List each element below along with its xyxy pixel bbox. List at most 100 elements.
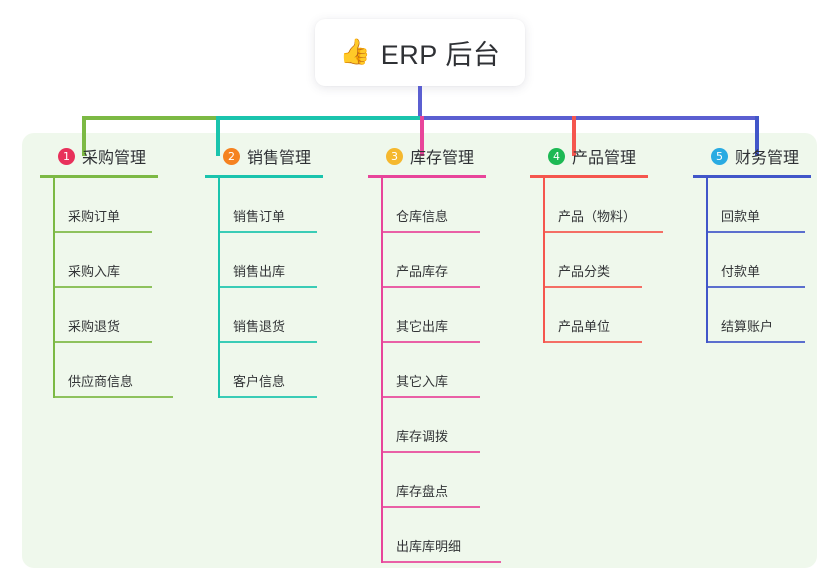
leaf-rule [55, 286, 152, 288]
leaf-item[interactable]: 产品（物料） [545, 178, 663, 233]
leaf-label: 销售出库 [233, 264, 286, 279]
column-badge-5: 5 [711, 147, 728, 165]
leaf-item[interactable]: 供应商信息 [55, 343, 173, 398]
leaf-rule [708, 286, 805, 288]
leaf-item[interactable]: 出库库明细 [383, 508, 501, 563]
leaf-item[interactable]: 库存调拨 [383, 398, 480, 453]
leaf-spine-4 [543, 178, 545, 343]
leaf-label: 采购入库 [68, 264, 121, 279]
leaf-item[interactable]: 产品库存 [383, 233, 480, 288]
column-header-4[interactable]: 4 产品管理 [530, 144, 636, 168]
leaf-rule [383, 231, 480, 233]
leaf-list-2: 销售订单销售出库销售退货客户信息 [218, 178, 317, 398]
leaf-rule [545, 341, 642, 343]
root-stem-connector [418, 86, 422, 118]
leaf-item[interactable]: 其它出库 [383, 288, 480, 343]
column-rule-3 [368, 175, 486, 178]
drop-connector-1 [82, 116, 86, 156]
column-badge-4: 4 [548, 147, 565, 165]
leaf-item[interactable]: 销售退货 [220, 288, 317, 343]
leaf-list-1: 采购订单采购入库采购退货供应商信息 [53, 178, 173, 398]
leaf-item[interactable]: 结算账户 [708, 288, 805, 343]
leaf-item[interactable]: 其它入库 [383, 343, 480, 398]
leaf-rule [383, 341, 480, 343]
leaf-label: 回款单 [721, 209, 761, 224]
leaf-label: 产品库存 [396, 264, 449, 279]
drop-connector-2 [216, 116, 220, 156]
column-4: 4 产品管理产品（物料） 产品分类产品单位 [530, 144, 663, 343]
column-1: 1 采购管理采购订单采购入库采购退货供应商信息 [40, 144, 173, 398]
diagram-panel [22, 133, 817, 568]
column-badge-2: 2 [223, 147, 240, 165]
leaf-label: 销售退货 [233, 319, 286, 334]
column-badge-3: 3 [386, 147, 403, 165]
column-header-5[interactable]: 5 财务管理 [693, 144, 799, 168]
column-title-1: 采购管理 [82, 150, 147, 167]
leaf-item[interactable]: 采购退货 [55, 288, 152, 343]
leaf-item[interactable]: 仓库信息 [383, 178, 480, 233]
leaf-item[interactable]: 付款单 [708, 233, 805, 288]
leaf-rule [55, 341, 152, 343]
leaf-label: 采购退货 [68, 319, 121, 334]
leaf-rule [383, 506, 480, 508]
drop-connector-4 [572, 116, 576, 156]
leaf-rule [708, 341, 805, 343]
thumbs-up-icon: 👍 [339, 38, 371, 66]
leaf-spine-2 [218, 178, 220, 398]
leaf-item[interactable]: 产品单位 [545, 288, 642, 343]
column-title-4: 产品管理 [572, 150, 637, 167]
bus-teal [216, 116, 420, 120]
leaf-rule [220, 396, 317, 398]
leaf-rule [383, 286, 480, 288]
column-rule-4 [530, 175, 648, 178]
leaf-label: 其它出库 [396, 319, 449, 334]
column-header-1[interactable]: 1 采购管理 [40, 144, 146, 168]
leaf-item[interactable]: 客户信息 [220, 343, 317, 398]
leaf-rule [383, 451, 480, 453]
leaf-label: 仓库信息 [396, 209, 449, 224]
leaf-spine-3 [381, 178, 383, 563]
leaf-rule [383, 396, 480, 398]
leaf-rule [220, 286, 317, 288]
column-5: 5 财务管理回款单付款单结算账户 [693, 144, 811, 343]
leaf-label: 产品单位 [558, 319, 611, 334]
bus-green [82, 116, 216, 120]
column-title-5: 财务管理 [735, 150, 800, 167]
leaf-item[interactable]: 库存盘点 [383, 453, 480, 508]
column-rule-2 [205, 175, 323, 178]
leaf-label: 付款单 [721, 264, 761, 279]
leaf-rule [383, 561, 501, 563]
leaf-label: 库存盘点 [396, 484, 449, 499]
bus-blue [420, 116, 757, 120]
leaf-item[interactable]: 销售订单 [220, 178, 317, 233]
leaf-label: 其它入库 [396, 374, 449, 389]
leaf-rule [545, 231, 663, 233]
drop-connector-5 [755, 116, 759, 156]
leaf-item[interactable]: 产品分类 [545, 233, 642, 288]
leaf-label: 出库库明细 [396, 539, 462, 554]
leaf-label: 客户信息 [233, 374, 286, 389]
leaf-rule [220, 231, 317, 233]
root-node[interactable]: 👍 ERP 后台 [315, 19, 525, 86]
leaf-item[interactable]: 采购订单 [55, 178, 152, 233]
column-rule-5 [693, 175, 811, 178]
leaf-label: 销售订单 [233, 209, 286, 224]
leaf-label: 供应商信息 [68, 374, 134, 389]
leaf-item[interactable]: 销售出库 [220, 233, 317, 288]
column-badge-1: 1 [58, 147, 75, 165]
leaf-label: 结算账户 [721, 319, 774, 334]
column-rule-1 [40, 175, 158, 178]
leaf-list-4: 产品（物料） 产品分类产品单位 [543, 178, 663, 343]
leaf-rule [708, 231, 805, 233]
leaf-item[interactable]: 采购入库 [55, 233, 152, 288]
root-title: ERP 后台 [380, 40, 501, 70]
leaf-rule [545, 286, 642, 288]
leaf-list-5: 回款单付款单结算账户 [706, 178, 805, 343]
leaf-item[interactable]: 回款单 [708, 178, 805, 233]
leaf-spine-1 [53, 178, 55, 398]
leaf-label: 产品（物料） [558, 209, 637, 224]
